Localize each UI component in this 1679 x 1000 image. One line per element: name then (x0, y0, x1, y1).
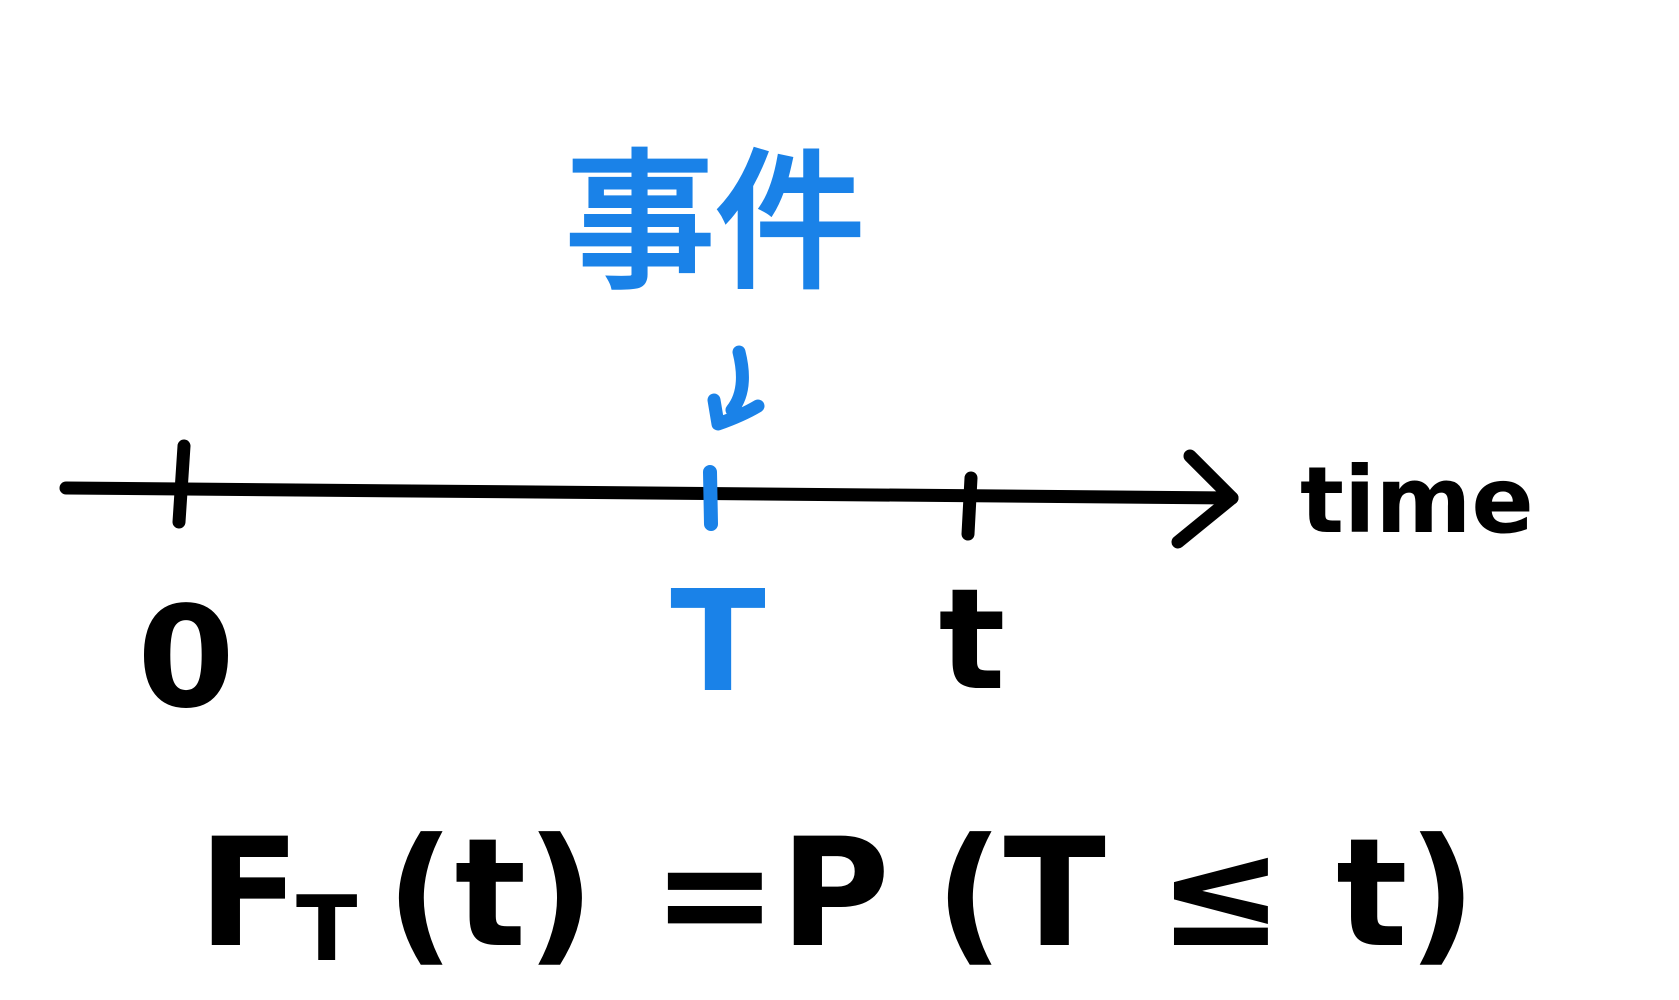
axis-label-time: time (1300, 447, 1534, 554)
axis-line (59, 481, 1239, 505)
tick-zero (172, 439, 191, 529)
cdf-formula: F T (t) = P (T ≤ t) (198, 807, 1476, 982)
tick-label-t: t (939, 559, 1006, 722)
event-label: 事件 (565, 137, 865, 311)
formula-argument: (t) (386, 807, 595, 981)
formula-function: F (198, 807, 300, 981)
formula-subscript: T (296, 877, 357, 982)
tick-event-time (703, 465, 718, 531)
time-axis (59, 449, 1239, 549)
down-arrow-icon (707, 345, 765, 431)
tick-label-event-time: T (670, 561, 766, 724)
formula-prob: P (780, 807, 890, 981)
axis-arrowhead (1171, 449, 1239, 549)
tick-label-zero: 0 (137, 577, 234, 740)
formula-condition: (T ≤ t) (935, 807, 1476, 981)
formula-equals: = (652, 807, 778, 981)
tick-t (961, 471, 978, 541)
